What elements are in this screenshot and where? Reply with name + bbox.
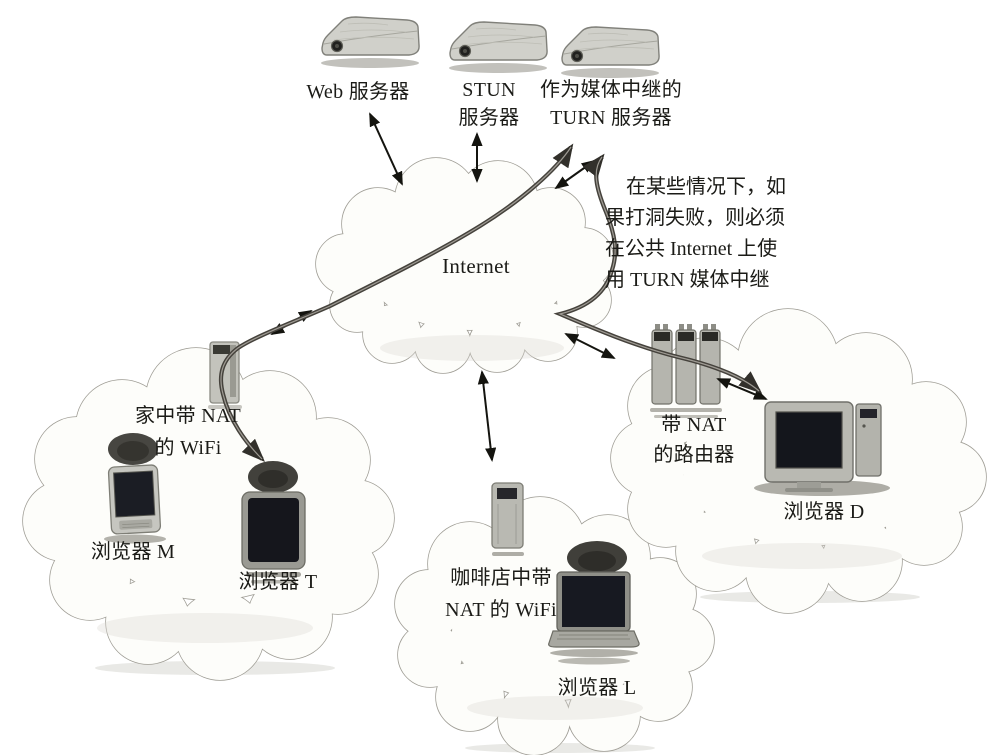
laptop-icon: [548, 541, 640, 665]
web-server-icon: [320, 16, 420, 69]
note-line: 果打洞失败，则必须: [605, 207, 785, 229]
home-wifi-label: 家中带 NAT 的 WiFi: [112, 400, 264, 464]
browser-d-label: 浏览器 D: [772, 498, 876, 526]
arrow-coffee-internet: [477, 370, 497, 462]
arrow-web-internet: [369, 112, 403, 186]
nat-router-icon: [650, 324, 722, 418]
coffee-modem-icon: [491, 482, 524, 556]
browser-t-label: 浏览器 T: [226, 568, 330, 596]
label-line: TURN 服务器: [550, 107, 672, 129]
label-line: Internet: [442, 254, 510, 278]
label-line: 咖啡店中带: [450, 567, 552, 589]
coffee-wifi-cloud: [394, 496, 715, 755]
turn-relay-paths: [218, 143, 763, 462]
label-line: 作为媒体中继的: [539, 79, 683, 101]
turn-server-label: 作为媒体中继的 TURN 服务器: [528, 76, 694, 132]
stun-server-label: STUN 服务器: [434, 76, 544, 132]
home-modem-icon: [208, 341, 242, 409]
label-line: 浏览器 T: [238, 571, 318, 593]
note-line: 在公共 Internet 上使: [605, 238, 778, 260]
relay-note: 在某些情况下，如 果打洞失败，则必须 在公共 Internet 上使 用 TUR…: [605, 172, 825, 296]
smartphone-icon: [104, 433, 166, 544]
label-line: NAT 的 WiFi: [445, 599, 557, 621]
internet-label: Internet: [430, 252, 522, 280]
label-line: 浏览器 L: [557, 677, 637, 699]
turn-server-icon: [560, 26, 660, 79]
home-wifi-cloud: [22, 347, 395, 681]
note-line: 在某些情况下，如: [626, 176, 786, 198]
label-line: 的 WiFi: [154, 437, 222, 459]
desktop-computer-icon: [754, 401, 890, 496]
web-server-label: Web 服务器: [298, 78, 418, 106]
label-line: 带 NAT: [661, 414, 727, 436]
stun-server-icon: [448, 21, 548, 74]
office-nat-cloud: [610, 308, 987, 614]
note-line: 用 TURN 媒体中继: [605, 269, 770, 291]
label-line: STUN: [462, 79, 516, 101]
label-line: 的路由器: [653, 444, 735, 466]
label-line: 浏览器 D: [783, 501, 865, 523]
browser-m-label: 浏览器 M: [82, 538, 184, 566]
tablet-icon: [241, 461, 306, 584]
coffee-wifi-label: 咖啡店中带 NAT 的 WiFi: [417, 562, 585, 626]
nat-router-label: 带 NAT 的路由器: [642, 410, 746, 470]
label-line: 服务器: [458, 107, 520, 129]
browser-l-label: 浏览器 L: [546, 674, 648, 702]
label-line: 浏览器 M: [90, 541, 176, 563]
label-line: Web 服务器: [306, 81, 410, 103]
arrow-turn-relay: [554, 159, 596, 190]
label-line: 家中带 NAT: [135, 405, 241, 427]
